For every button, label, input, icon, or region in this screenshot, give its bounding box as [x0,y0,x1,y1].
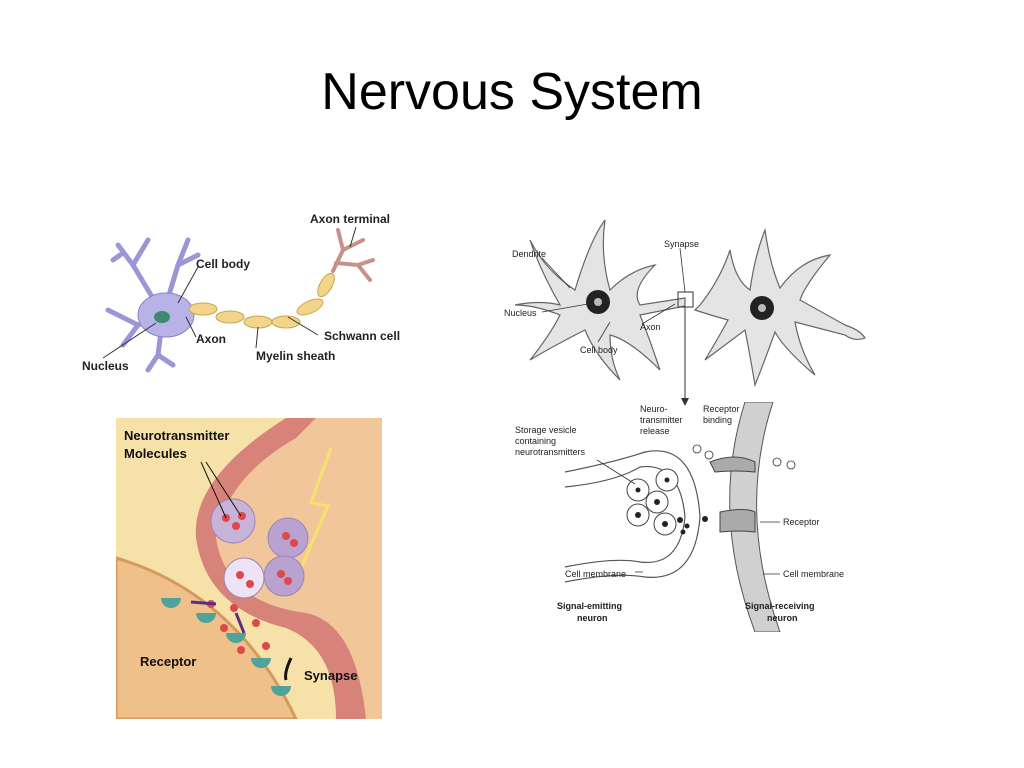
label-schwann-cell: Schwann cell [324,329,400,343]
receptors [161,598,291,696]
label-storage-1: Storage vesicle [515,425,577,435]
label-cell-membrane-left: Cell membrane [565,569,626,579]
label-cell-body: Cell body [196,257,250,271]
label-axon-terminal: Axon terminal [310,212,390,226]
label-receptor: Receptor [140,654,196,669]
receptors-detail [709,456,756,533]
label-myelin-sheath: Myelin sheath [256,349,335,363]
label-storage-2: containing [515,436,556,446]
label-nucleus-top: Nucleus [504,308,537,318]
label-cell-membrane-right: Cell membrane [783,569,844,579]
label-axon: Axon [196,332,226,346]
label-axon-top: Axon [640,322,661,332]
nucleus [154,311,170,323]
postsynaptic-membrane [116,556,298,719]
neuron-diagram: Axon terminal Cell body Axon Schwann cel… [82,212,400,373]
storage-vesicles [626,468,679,536]
label-emitting-2: neuron [577,613,608,623]
label-nt-release-2: transmitter [640,415,683,425]
label-receiving-2: neuron [767,613,798,623]
label-emitting-1: Signal-emitting [557,601,622,611]
lightning [299,447,333,569]
synapse-illustration: Neurotransmitter Molecules Receptor Syna… [116,418,382,719]
label-nt-release-3: release [640,426,670,436]
label-dendrite: Dendrite [512,249,546,259]
label-neurotransmitter-2: Molecules [124,446,187,461]
two-neurons-diagram: Dendrite Synapse Nucleus Axon Cell body [504,219,866,406]
label-nt-release-1: Neuro- [640,404,668,414]
axon-terminal [331,228,375,282]
right-neuron [693,227,866,388]
label-receptor-binding-2: binding [703,415,732,425]
label-nucleus: Nucleus [82,359,129,373]
label-neurotransmitter-1: Neurotransmitter [124,428,229,443]
label-synapse-top: Synapse [664,239,699,249]
slide-title: Nervous System [321,63,703,121]
label-receiving-1: Signal-receiving [745,601,815,611]
label-storage-3: neurotransmitters [515,447,586,457]
label-synapse: Synapse [304,668,357,683]
myelin-sheath [188,272,335,329]
label-cell-body-top: Cell body [580,345,618,355]
label-receptor-binding-1: Receptor [703,404,740,414]
label-receptor-detail: Receptor [783,517,820,527]
synapse-detail-diagram: Neuro- transmitter release Receptor bind… [515,402,844,632]
emitting-terminal [564,450,701,583]
